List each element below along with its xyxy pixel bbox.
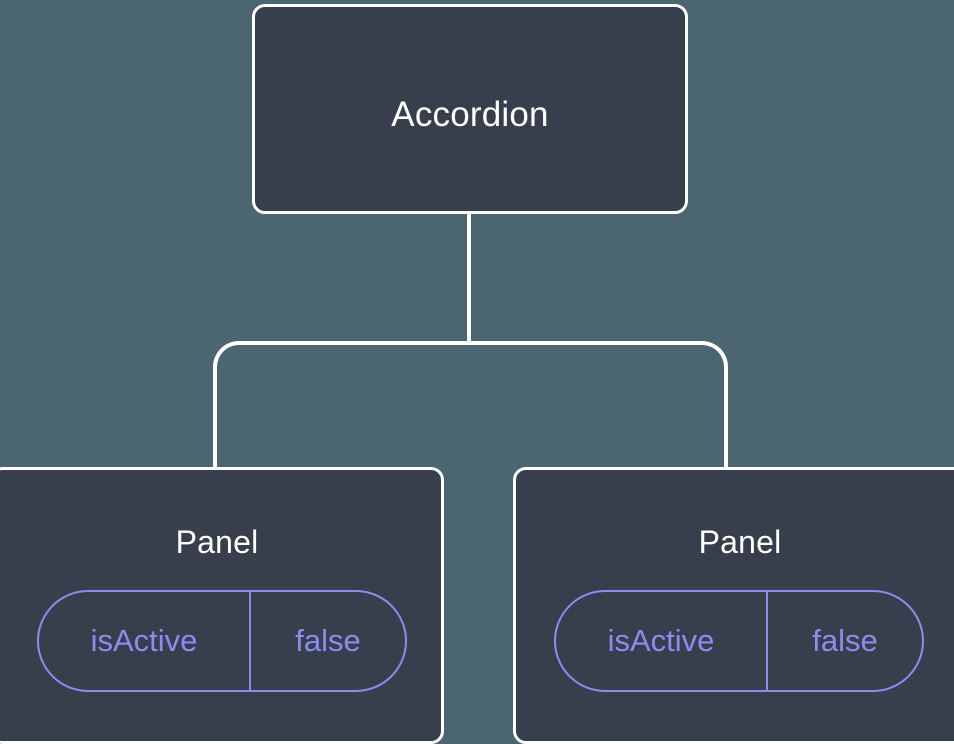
prop-key-isactive: isActive	[607, 623, 715, 658]
prop-key-isactive: isActive	[90, 623, 198, 658]
prop-value-isactive: false	[249, 592, 405, 690]
node-accordion-label: Accordion	[391, 95, 549, 134]
prop-value-isactive: false	[766, 592, 922, 690]
node-panel-1[interactable]: Panel isActive false	[513, 467, 954, 744]
node-accordion[interactable]: Accordion	[252, 4, 688, 214]
edge-bus-to-children	[213, 341, 728, 471]
node-panel-0[interactable]: Panel isActive false	[0, 467, 444, 744]
prop-pill-panel-0[interactable]: isActive false	[37, 590, 407, 692]
node-panel-0-content: Panel isActive false	[0, 470, 441, 741]
node-accordion-content: Accordion	[255, 7, 685, 211]
edge-root-to-bus	[467, 212, 471, 343]
node-panel-1-label: Panel	[698, 524, 782, 560]
node-panel-0-label: Panel	[175, 524, 259, 560]
prop-pill-panel-1[interactable]: isActive false	[554, 590, 924, 692]
node-panel-1-content: Panel isActive false	[516, 470, 954, 741]
